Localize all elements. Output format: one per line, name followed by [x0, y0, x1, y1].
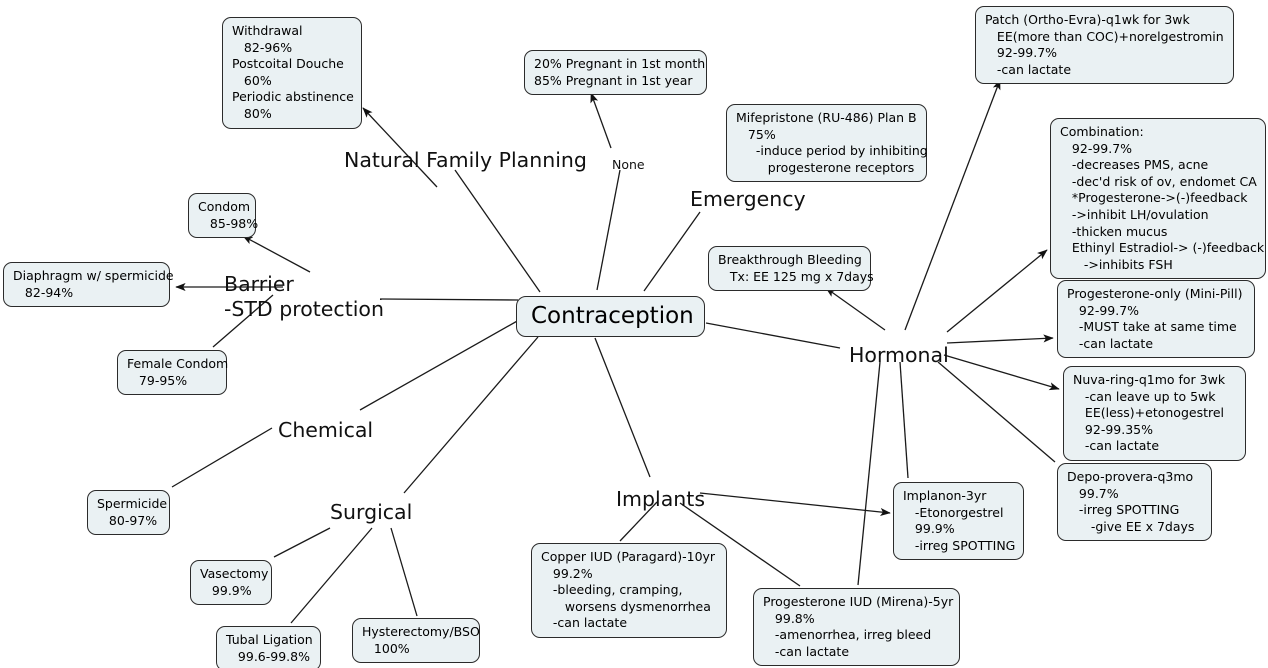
edge-hormonal-to-depo-provera — [937, 361, 1056, 463]
edge-hormonal-to-combination — [946, 249, 1048, 333]
edge-hormonal-to-implanon — [899, 361, 909, 479]
node-spermicide[interactable]: Spermicide 80-97% — [87, 490, 170, 536]
center-node-contraception[interactable]: Contraception — [516, 296, 705, 337]
node-breakthrough-bleeding[interactable]: Breakthrough Bleeding Tx: EE 125 mg x 7d… — [708, 246, 874, 292]
edge-hormonal-to-progesterone-iud — [857, 361, 881, 586]
branch-label-implants[interactable]: Implants — [616, 487, 705, 511]
branch-label-none[interactable]: None — [612, 157, 645, 172]
edge-center-to-barrier — [379, 298, 519, 301]
edge-chemical-to-spermicide — [171, 427, 273, 488]
node-withdrawal-douche-abstinence[interactable]: Withdrawal 82-96% Postcoital Douche 60% … — [222, 17, 362, 129]
branch-label-hormonal[interactable]: Hormonal — [849, 343, 949, 367]
edge-center-to-implants — [594, 337, 651, 478]
node-copper-iud-paragard[interactable]: Copper IUD (Paragard)-10yr 99.2% -bleedi… — [531, 543, 727, 638]
edge-center-to-none — [596, 169, 621, 291]
edge-surgical-to-hysterectomy — [390, 527, 418, 617]
edge-implants-to-implanon — [699, 492, 891, 517]
branch-label-surgical[interactable]: Surgical — [330, 500, 413, 524]
edge-hormonal-to-nuva-ring — [943, 354, 1060, 391]
node-no-method-pregnancy-rates[interactable]: 20% Pregnant in 1st month 85% Pregnant i… — [524, 50, 707, 96]
node-progesterone-only-mini-pill[interactable]: Progesterone-only (Mini-Pill) 92-99.7% -… — [1057, 280, 1255, 359]
node-condom[interactable]: Condom 85-98% — [188, 193, 258, 239]
edge-surgical-to-vasectomy — [273, 527, 331, 558]
edge-barrier-to-condom — [242, 235, 311, 273]
node-implanon[interactable]: Implanon-3yr -Etonorgestrel 99.9% -irreg… — [893, 482, 1024, 561]
node-nuva-ring[interactable]: Nuva-ring-q1mo for 3wk -can leave up to … — [1063, 366, 1246, 461]
node-patch-ortho-evra[interactable]: Patch (Ortho-Evra)-q1wk for 3wk EE(more … — [975, 6, 1234, 85]
edge-hormonal-to-progesterone-only — [946, 334, 1054, 344]
node-combination-ocp[interactable]: Combination: 92-99.7% -decreases PMS, ac… — [1050, 118, 1266, 280]
edge-center-to-surgical — [403, 336, 539, 494]
branch-label-emergency[interactable]: Emergency — [690, 187, 806, 211]
edge-center-to-emergency — [643, 211, 701, 292]
edge-surgical-to-tubal-ligation — [290, 527, 373, 624]
branch-label-chemical[interactable]: Chemical — [278, 418, 374, 442]
edge-none-to-pregnancy-rates — [590, 92, 612, 149]
edge-center-to-chemical — [359, 319, 520, 411]
node-vasectomy[interactable]: Vasectomy 99.9% — [190, 560, 272, 606]
edge-center-to-hormonal — [705, 322, 841, 349]
node-mifepristone-plan-b[interactable]: Mifepristone (RU-486) Plan B 75% -induce… — [726, 104, 928, 183]
node-female-condom[interactable]: Female Condom 79-95% — [117, 350, 228, 396]
node-depo-provera[interactable]: Depo-provera-q3mo 99.7% -irreg SPOTTING … — [1057, 463, 1212, 542]
branch-label-natural-family-planning[interactable]: Natural Family Planning — [344, 148, 587, 172]
node-diaphragm-with-spermicide[interactable]: Diaphragm w/ spermicide 82-94% — [3, 262, 174, 308]
branch-label-barrier[interactable]: Barrier -STD protection — [224, 272, 384, 321]
node-tubal-ligation[interactable]: Tubal Ligation 99.6-99.8% — [216, 626, 321, 668]
node-progesterone-iud-mirena[interactable]: Progesterone IUD (Mirena)-5yr 99.8% -ame… — [753, 588, 960, 667]
node-hysterectomy-bso[interactable]: Hysterectomy/BSO 100% — [352, 618, 480, 664]
edge-center-to-natural-family-planning — [454, 169, 541, 293]
edge-hormonal-to-breakthrough-bleeding — [825, 287, 886, 331]
